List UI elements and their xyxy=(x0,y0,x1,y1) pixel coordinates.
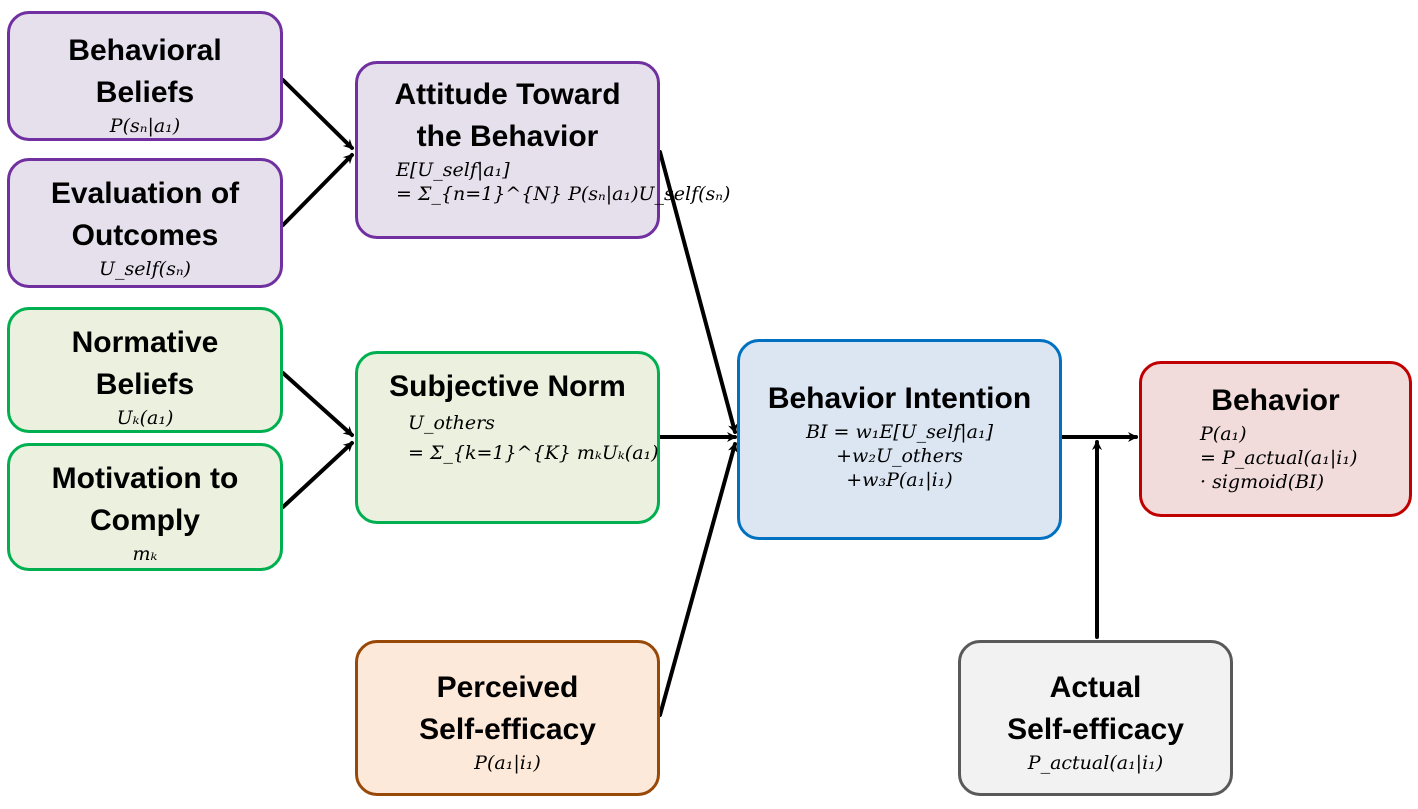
normative-beliefs-formula: Uₖ(a₁) xyxy=(116,407,174,429)
title-line: Beliefs xyxy=(95,76,195,109)
behavior-title: Behavior xyxy=(1142,380,1409,422)
arrow-perceived-to-intention xyxy=(658,442,738,717)
formula-line: = Σ_{k=1}^{K} mₖUₖ(a₁) xyxy=(408,442,659,464)
title-line: Self-efficacy xyxy=(1007,713,1184,746)
behavioral-beliefs-formula: P(sₙ|a₁) xyxy=(109,115,181,137)
title-line: Outcomes xyxy=(71,219,219,252)
normative-beliefs-box: Normative Beliefs Uₖ(a₁) xyxy=(7,307,283,433)
perceived-self-efficacy-box: Perceived Self-efficacy P(a₁|i₁) xyxy=(355,640,660,796)
title-line: Motivation to xyxy=(51,462,239,495)
title-line: Subjective Norm xyxy=(389,370,626,403)
title-line: Evaluation of xyxy=(50,177,240,210)
evaluation-of-outcomes-box: Evaluation of Outcomes U_self(sₙ) xyxy=(7,158,283,288)
attitude-formula: E[U_self|a₁] = Σ_{n=1}^{N} P(sₙ|a₁)U_sel… xyxy=(358,158,731,206)
formula-line: +w₂U_others xyxy=(836,445,963,467)
title-line: Behavioral xyxy=(68,34,222,67)
formula-line: = P_actual(a₁|i₁) xyxy=(1200,447,1358,469)
formula-line: · sigmoid(BI) xyxy=(1200,471,1325,493)
title-line: Perceived xyxy=(436,671,579,704)
subjective-norm-title: Subjective Norm xyxy=(358,366,657,408)
arrow-outcomes-to-attitude xyxy=(281,153,354,227)
formula-line: E[U_self|a₁] xyxy=(396,159,510,181)
motivation-to-comply-box: Motivation to Comply mₖ xyxy=(7,443,283,571)
perceived-formula: P(a₁|i₁) xyxy=(474,752,541,774)
title-line: Actual xyxy=(1049,671,1142,704)
title-line: Behavior xyxy=(1211,384,1340,417)
formula-line: = Σ_{n=1}^{N} P(sₙ|a₁)U_self(sₙ) xyxy=(396,183,731,205)
subjective-norm-formula: U_others = Σ_{k=1}^{K} mₖUₖ(a₁) xyxy=(358,408,659,468)
title-line: Self-efficacy xyxy=(419,713,596,746)
perceived-title: Perceived Self-efficacy xyxy=(358,667,657,751)
arrow-motivation-to-subjective xyxy=(281,441,354,509)
title-line: Beliefs xyxy=(95,368,195,401)
behavior-box: Behavior P(a₁) = P_actual(a₁|i₁) · sigmo… xyxy=(1139,361,1412,517)
attitude-toward-behavior-box: Attitude Toward the Behavior E[U_self|a₁… xyxy=(355,61,731,239)
title-line: Normative xyxy=(71,326,219,359)
behavioral-beliefs-title: Behavioral Beliefs xyxy=(10,30,280,114)
arrow-normative-to-subjective xyxy=(281,371,354,437)
actual-title: Actual Self-efficacy xyxy=(961,667,1230,751)
formula-line: +w₃P(a₁|i₁) xyxy=(846,469,953,491)
formula-line: BI = w₁E[U_self|a₁] xyxy=(805,421,993,443)
formula-line: P(a₁) xyxy=(1200,423,1247,445)
title-line: the Behavior xyxy=(416,120,599,153)
behavior-intention-formula: BI = w₁E[U_self|a₁] +w₂U_others +w₃P(a₁|… xyxy=(740,420,1059,492)
motivation-title: Motivation to Comply xyxy=(10,458,280,542)
normative-beliefs-title: Normative Beliefs xyxy=(10,322,280,406)
behavior-formula: P(a₁) = P_actual(a₁|i₁) · sigmoid(BI) xyxy=(1142,422,1409,494)
motivation-formula: mₖ xyxy=(132,543,158,565)
actual-formula: P_actual(a₁|i₁) xyxy=(1027,752,1164,774)
evaluation-of-outcomes-formula: U_self(sₙ) xyxy=(99,258,191,280)
arrow-attitude-to-intention xyxy=(658,150,738,434)
title-line: Attitude Toward xyxy=(394,78,621,111)
attitude-title: Attitude Toward the Behavior xyxy=(358,74,657,158)
title-line: Behavior Intention xyxy=(767,382,1032,415)
subjective-norm-box: Subjective Norm U_others = Σ_{k=1}^{K} m… xyxy=(355,351,660,524)
behavior-intention-title: Behavior Intention xyxy=(740,378,1059,420)
actual-self-efficacy-box: Actual Self-efficacy P_actual(a₁|i₁) xyxy=(958,640,1233,796)
evaluation-of-outcomes-title: Evaluation of Outcomes xyxy=(10,173,280,257)
behavioral-beliefs-box: Behavioral Beliefs P(sₙ|a₁) xyxy=(7,11,283,141)
behavior-intention-box: Behavior Intention BI = w₁E[U_self|a₁] +… xyxy=(737,339,1062,540)
title-line: Comply xyxy=(89,504,200,537)
formula-line: U_others xyxy=(408,412,495,434)
arrow-beliefs-to-attitude xyxy=(281,78,354,150)
